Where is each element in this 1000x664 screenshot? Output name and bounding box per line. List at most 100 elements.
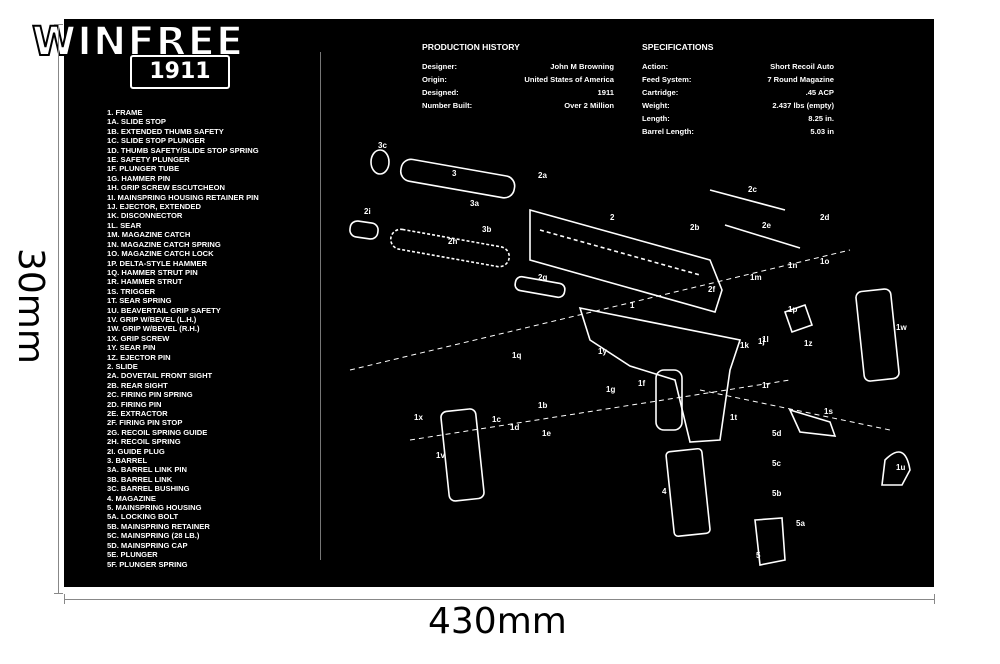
width-dimension-line xyxy=(64,599,934,600)
row-value: United States of America xyxy=(524,75,614,84)
recoil-spring-guide-part xyxy=(514,275,566,299)
parts-list-item: 3C. BARREL BUSHING xyxy=(107,484,190,494)
diagram-callout-1b: 1b xyxy=(538,401,547,410)
parts-list-item: 5D. MAINSPRING CAP xyxy=(107,540,188,550)
diagram-callout-2b: 2b xyxy=(690,223,699,232)
parts-list-item: 2B. REAR SIGHT xyxy=(107,380,168,390)
diagram-callout-1j: 1j xyxy=(758,337,765,346)
diagram-callout-2h: 2h xyxy=(448,237,457,246)
parts-list-item: 5F. PLUNGER SPRING xyxy=(107,559,188,569)
row-key: Cartridge: xyxy=(642,88,679,97)
mouse-mat xyxy=(64,19,934,587)
parts-list-item: 2A. DOVETAIL FRONT SIGHT xyxy=(107,371,213,381)
parts-list-item: 1B. EXTENDED THUMB SAFETY xyxy=(107,126,224,136)
slide-part xyxy=(529,208,723,313)
parts-list-item: 1V. GRIP W/BEVEL (L.H.) xyxy=(107,314,197,324)
hammer-part xyxy=(783,303,814,334)
diagram-callout-1c: 1c xyxy=(492,415,501,424)
diagram-callout-4: 4 xyxy=(662,487,667,496)
production-history-row: Designed:1911 xyxy=(422,86,614,99)
panel-divider xyxy=(320,52,321,560)
parts-list-item: 1H. GRIP SCREW ESCUTCHEON xyxy=(107,183,225,193)
parts-list-item: 3. BARREL xyxy=(107,456,148,466)
parts-list-item: 1M. MAGAZINE CATCH xyxy=(107,230,191,240)
diagram-callout-2g: 2g xyxy=(538,273,547,282)
parts-list-item: 2E. EXTRACTOR xyxy=(107,409,168,418)
parts-list-item: 1K. DISCONNECTOR xyxy=(107,211,183,221)
parts-list-item: 5A. LOCKING BOLT xyxy=(107,512,179,522)
diagram-callout-2d: 2d xyxy=(820,213,829,222)
diagram-callout-2i: 2i xyxy=(364,207,371,216)
parts-list-item: 1E. SAFETY PLUNGER xyxy=(107,155,190,165)
left-grip-part xyxy=(440,408,485,502)
specifications-title: SPECIFICATIONS xyxy=(642,42,714,52)
diagram-callout-1e: 1e xyxy=(542,429,551,438)
row-key: Origin: xyxy=(422,75,447,84)
guide-plug-part xyxy=(349,220,379,240)
diagram-callout-3a: 3a xyxy=(470,199,479,208)
diagram-callout-3b: 3b xyxy=(482,225,491,234)
diagram-callout-5: 5 xyxy=(756,551,761,560)
firing-pin-spring-part xyxy=(709,189,786,211)
production-history: PRODUCTION HISTORY Designer:John M Brown… xyxy=(422,42,614,112)
diagram-callout-2e: 2e xyxy=(762,221,771,230)
parts-list-item: 1Y. SEAR PIN xyxy=(107,343,156,353)
right-grip-part xyxy=(855,288,900,382)
diagram-callout-1t: 1t xyxy=(730,413,737,422)
parts-list-item: 2I. GUIDE PLUG xyxy=(107,446,165,456)
diagram-callout-1y: 1y xyxy=(598,347,607,356)
parts-list-item: 1F. PLUNGER TUBE xyxy=(107,164,180,174)
recoil-spring-part xyxy=(389,228,511,268)
parts-list-item: 2D. FIRING PIN xyxy=(107,399,162,409)
diagram-callout-1d: 1d xyxy=(510,423,519,432)
production-history-title: PRODUCTION HISTORY xyxy=(422,42,520,52)
diagram-callout-1r: 1r xyxy=(762,381,770,390)
specifications-row: Weight:2.437 lbs (empty) xyxy=(642,99,834,112)
diagram-callout-1s: 1s xyxy=(824,407,833,416)
parts-list-item: 5C. MAINSPRING (28 LB.) xyxy=(107,531,200,541)
beavertail-part xyxy=(881,451,911,486)
diagram-callout-1o: 1o xyxy=(820,257,829,266)
magazine-part xyxy=(665,447,711,538)
specifications-row: Action:Short Recoil Auto xyxy=(642,60,834,73)
parts-list-item: 1A. SLIDE STOP xyxy=(107,117,166,127)
parts-list-item: 1W. GRIP W/BEVEL (R.H.) xyxy=(107,324,200,334)
parts-list-item: 2C. FIRING PIN SPRING xyxy=(107,390,193,400)
diagram-callout-1w: 1w xyxy=(896,323,907,332)
parts-list-item: 1J. EJECTOR, EXTENDED xyxy=(107,202,201,212)
barrel-part xyxy=(399,158,516,199)
production-history-row: Number Built:Over 2 Million xyxy=(422,99,614,112)
diagram-callout-3: 3 xyxy=(452,169,457,178)
diagram-callout-1p: 1p xyxy=(788,305,797,314)
diagram-callout-3c: 3c xyxy=(378,141,387,150)
specifications-row: Cartridge:.45 ACP xyxy=(642,86,834,99)
diagram-callout-1k: 1k xyxy=(740,341,749,350)
parts-list-item: 1C. SLIDE STOP PLUNGER xyxy=(107,136,206,146)
width-dimension-label: 430mm xyxy=(428,601,567,642)
diagram-callout-1v: 1v xyxy=(436,451,445,460)
parts-list-item: 2G. RECOIL SPRING GUIDE xyxy=(107,427,208,437)
specifications-row: Length:8.25 in. xyxy=(642,112,834,125)
parts-list-item: 5B. MAINSPRING RETAINER xyxy=(107,521,210,531)
diagram-callout-2a: 2a xyxy=(538,171,547,180)
specifications-row: Barrel Length:5.03 in xyxy=(642,125,834,138)
row-key: Length: xyxy=(642,114,670,123)
parts-list-item: 1O. MAGAZINE CATCH LOCK xyxy=(107,249,214,259)
diagram-callout-1l: 1l xyxy=(762,335,769,344)
row-key: Barrel Length: xyxy=(642,127,694,136)
parts-list-item: 2F. FIRING PIN STOP xyxy=(107,418,183,428)
mainspring-housing-part xyxy=(754,517,786,566)
parts-list-item: 5E. PLUNGER xyxy=(107,550,158,560)
parts-list-item: 1. FRAME xyxy=(107,108,143,117)
row-value: Over 2 Million xyxy=(564,101,614,110)
parts-list-item: 1U. BEAVERTAIL GRIP SAFETY xyxy=(107,305,221,315)
diagram-callout-2: 2 xyxy=(610,213,615,222)
diagram-callout-2f: 2f xyxy=(708,285,715,294)
row-key: Action: xyxy=(642,62,669,71)
diagram-callout-1: 1 xyxy=(630,301,635,310)
parts-list-item: 3B. BARREL LINK xyxy=(107,474,173,484)
frame-part xyxy=(578,306,742,443)
barrel-bushing-part xyxy=(370,149,390,175)
